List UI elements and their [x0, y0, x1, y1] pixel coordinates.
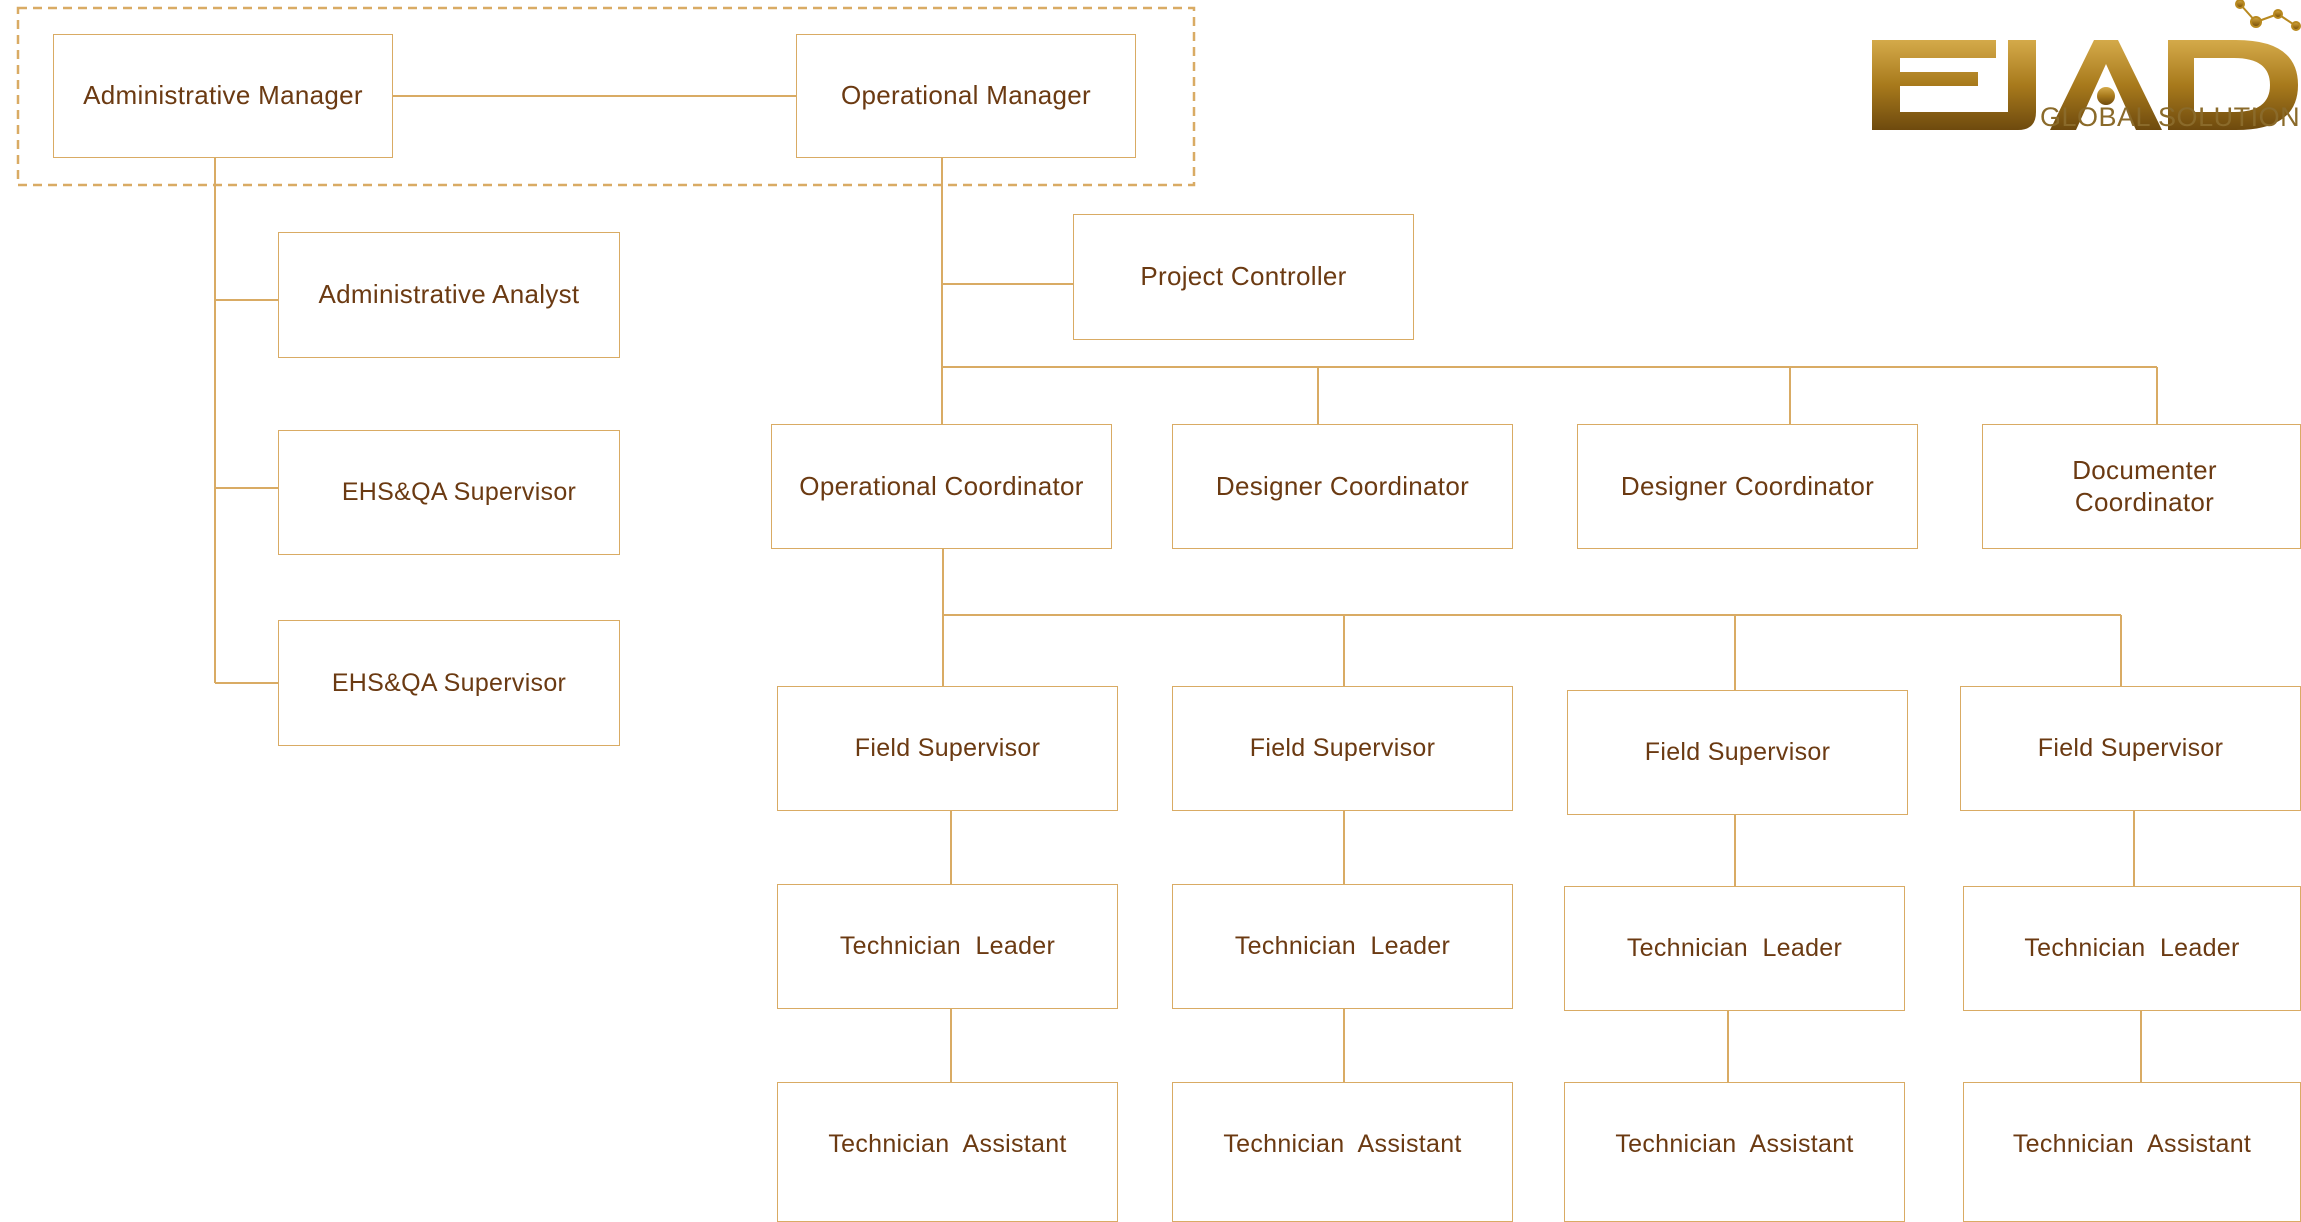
field-supervisor-box-4: Field Supervisor [1960, 686, 2301, 811]
ejad-logo-mark [1872, 0, 2301, 130]
field-supervisor-label-1: Field Supervisor [854, 734, 1041, 763]
designer-coordinator-box-1: Designer Coordinator [1172, 424, 1513, 549]
tech-assistant-label-2: Technician Assistant [1223, 1130, 1462, 1158]
field-supervisor-label-2: Field Supervisor [1249, 734, 1436, 763]
tech-leader-label-2: Technician Leader [1234, 932, 1451, 961]
management-group-frame [16, 6, 1196, 187]
ehs-supervisor-box-2: EHS&QA Supervisor [278, 620, 620, 746]
op-coordinator-box: Operational Coordinator [771, 424, 1112, 549]
field-supervisor-label-3: Field Supervisor [1644, 738, 1831, 767]
tech-leader-box-2: Technician Leader [1172, 884, 1513, 1009]
tech-leader-box-4: Technician Leader [1963, 886, 2301, 1011]
logo-subtitle: GLOBAL SOLUTIONS [2040, 102, 2301, 132]
tech-leader-label-1: Technician Leader [839, 932, 1056, 961]
tech-leader-label-3: Technician Leader [1626, 934, 1843, 963]
tech-leader-box-3: Technician Leader [1564, 886, 1905, 1011]
tech-assistant-label-4: Technician Assistant [2012, 1130, 2252, 1158]
designer-coordinator-label-1: Designer Coordinator [1215, 470, 1470, 501]
op-manager-box: Operational Manager [796, 34, 1136, 158]
admin-manager-box: Administrative Manager [53, 34, 393, 158]
tech-assistant-box-1: Technician Assistant [777, 1082, 1118, 1222]
field-supervisor-box-2: Field Supervisor [1172, 686, 1513, 811]
tech-assistant-label-1: Technician Assistant [828, 1130, 1067, 1158]
field-supervisor-label-4: Field Supervisor [2037, 734, 2224, 763]
tech-assistant-box-3: Technician Assistant [1564, 1082, 1905, 1222]
ehs-supervisor-box-1: EHS&QA Supervisor [278, 430, 620, 555]
field-supervisor-box-3: Field Supervisor [1567, 690, 1908, 815]
designer-coordinator-label-2: Designer Coordinator [1620, 470, 1875, 501]
admin-analyst-box: Administrative Analyst [278, 232, 620, 358]
admin-manager-label: Administrative Manager [83, 80, 363, 111]
tech-assistant-box-4: Technician Assistant [1963, 1082, 2301, 1222]
op-manager-label: Operational Manager [841, 80, 1091, 111]
field-supervisor-box-1: Field Supervisor [777, 686, 1118, 811]
documenter-coordinator-label: Documenter Coordinator [2072, 454, 2217, 517]
tech-leader-box-1: Technician Leader [777, 884, 1118, 1009]
tech-leader-label-4: Technician Leader [2024, 934, 2240, 963]
op-coordinator-label: Operational Coordinator [799, 470, 1084, 501]
designer-coordinator-box-2: Designer Coordinator [1577, 424, 1918, 549]
project-controller-label: Project Controller [1140, 261, 1347, 292]
ehs-supervisor-label-2: EHS&QA Supervisor [331, 668, 567, 697]
project-controller-box: Project Controller [1073, 214, 1414, 340]
ejad-logo: GLOBAL SOLUTIONS [1868, 0, 2301, 140]
documenter-coordinator-box: Documenter Coordinator [1982, 424, 2301, 549]
tech-assistant-label-3: Technician Assistant [1615, 1130, 1854, 1158]
ehs-supervisor-label-1: EHS&QA Supervisor [341, 478, 577, 507]
tech-assistant-box-2: Technician Assistant [1172, 1082, 1513, 1222]
admin-analyst-label: Administrative Analyst [318, 279, 580, 310]
